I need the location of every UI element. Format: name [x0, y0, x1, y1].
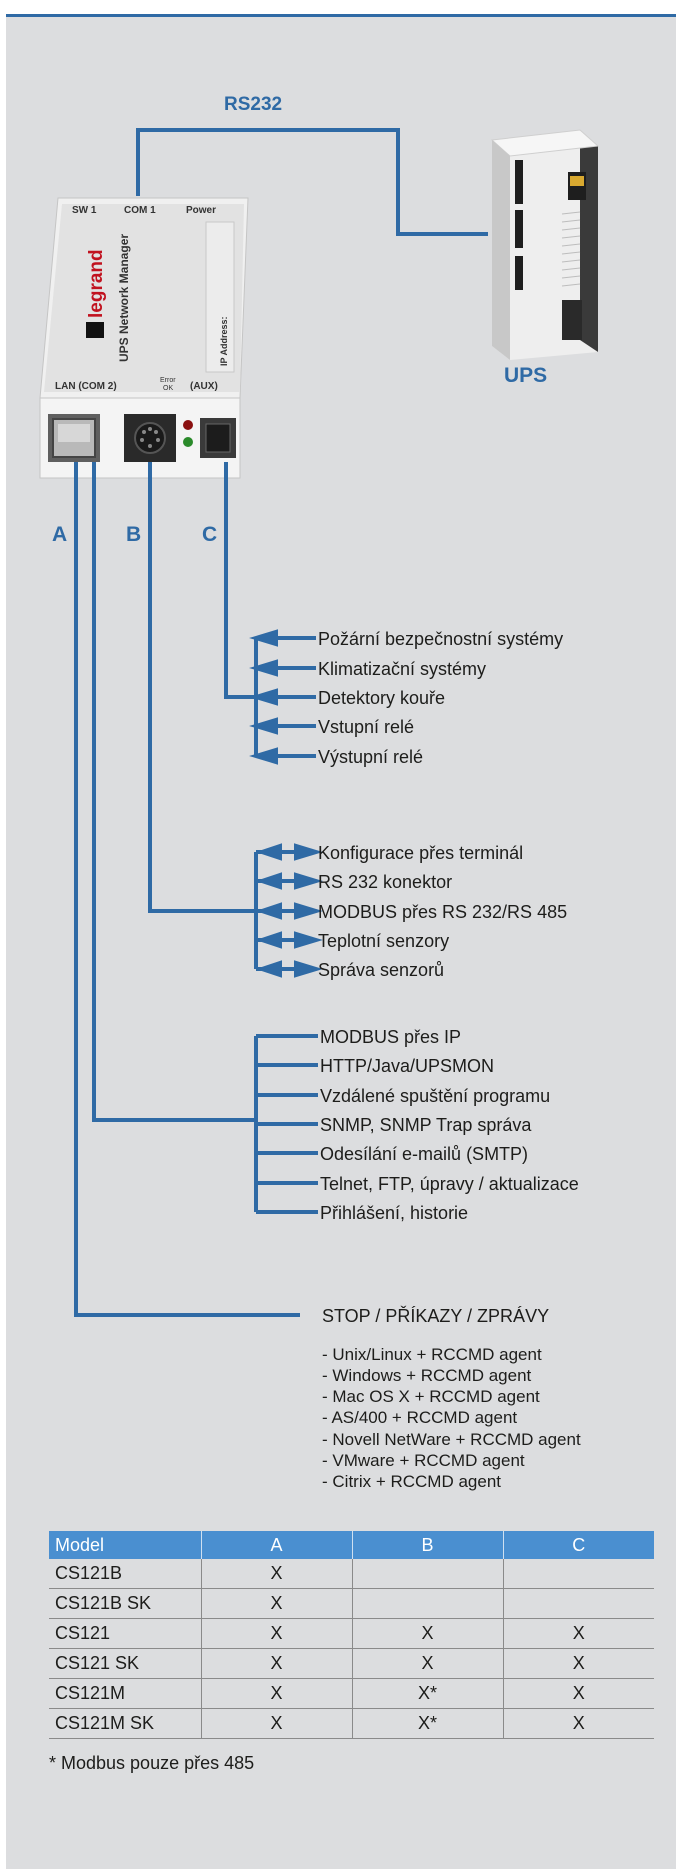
table-cell: X — [503, 1708, 654, 1739]
device-bottom-label-ok: OK — [163, 385, 173, 392]
table-cell: CS121M — [49, 1678, 202, 1709]
stop-group-item: - VMware + RCCMD agent — [322, 1451, 525, 1470]
group-a-item: HTTP/Java/UPSMON — [320, 1056, 494, 1076]
rs232-cable — [136, 128, 488, 236]
device-bottom-label-error: Error — [160, 377, 176, 384]
group-b-item: Konfigurace přes terminál — [318, 843, 523, 863]
table-cell — [352, 1559, 504, 1589]
ups-label: UPS — [504, 364, 547, 387]
device-bottom-label-lan: LAN (COM 2) — [55, 381, 117, 392]
group-c-branches — [249, 629, 316, 765]
port-c-line — [224, 462, 256, 699]
table-header-c: C — [503, 1531, 654, 1559]
table-cell: X — [201, 1708, 353, 1739]
group-c-item: Vstupní relé — [318, 717, 414, 737]
brand-logo-text: legrand — [86, 249, 107, 318]
table-cell: X* — [352, 1678, 504, 1709]
group-c-item: Detektory kouře — [318, 688, 445, 708]
table-cell: X — [503, 1678, 654, 1709]
stop-group-title: STOP / PŘÍKAZY / ZPRÁVY — [322, 1306, 549, 1326]
network-manager-device — [39, 197, 249, 479]
device-top-label-com1: COM 1 — [124, 205, 156, 216]
table-cell: X — [352, 1648, 504, 1679]
port-a-label: A — [52, 523, 67, 546]
port-c-label: C — [202, 523, 217, 546]
table-cell: X — [352, 1618, 504, 1649]
stop-group-item: - AS/400 + RCCMD agent — [322, 1408, 517, 1427]
group-a-item: MODBUS přes IP — [320, 1027, 461, 1047]
rs232-label: RS232 — [224, 94, 282, 115]
ups-cabinet-icon — [490, 129, 600, 360]
port-a-line — [92, 462, 256, 1122]
table-cell: CS121 — [49, 1618, 202, 1649]
stop-group-item: - Mac OS X + RCCMD agent — [322, 1387, 540, 1406]
group-c-item: Požární bezpečnostní systémy — [318, 629, 563, 649]
table-cell: CS121B SK — [49, 1588, 202, 1619]
table-header-row: Model A B C — [49, 1531, 654, 1559]
table-cell — [503, 1588, 654, 1619]
table-cell — [352, 1588, 504, 1619]
table-cell — [503, 1559, 654, 1589]
table-cell: CS121 SK — [49, 1648, 202, 1679]
legrand-logo: legrand — [86, 249, 107, 338]
stop-group-item: - Citrix + RCCMD agent — [322, 1472, 501, 1491]
device-top-label-sw1: SW 1 — [72, 205, 97, 216]
table-cell: X — [201, 1648, 353, 1679]
table-cell: X* — [352, 1708, 504, 1739]
group-a-item: Odesílání e-mailů (SMTP) — [320, 1144, 528, 1164]
table-header-model: Model — [49, 1531, 202, 1559]
device-bottom-label-aux: (AUX) — [190, 381, 218, 392]
stop-group-item: - Unix/Linux + RCCMD agent — [322, 1345, 542, 1364]
product-name-label: UPS Network Manager — [117, 234, 131, 362]
table-cell: X — [201, 1559, 353, 1589]
group-c-item: Výstupní relé — [318, 747, 423, 767]
group-b-item: Teplotní senzory — [318, 931, 449, 951]
port-b-line — [148, 462, 256, 913]
group-b-item: MODBUS přes RS 232/RS 485 — [318, 902, 567, 922]
group-a-item: Telnet, FTP, úpravy / aktualizace — [320, 1174, 579, 1194]
ip-address-label: IP Address: — [219, 316, 229, 366]
table-cell: X — [201, 1678, 353, 1709]
group-b-item: Správa senzorů — [318, 960, 444, 980]
table-cell: CS121M SK — [49, 1708, 202, 1739]
footnote: * Modbus pouze přes 485 — [49, 1753, 255, 1773]
table-cell: X — [503, 1648, 654, 1679]
table-header-b: B — [352, 1531, 504, 1559]
table-cell: X — [201, 1588, 353, 1619]
table-cell: CS121B — [49, 1559, 202, 1589]
stop-group-item: - Windows + RCCMD agent — [322, 1366, 532, 1385]
group-c-item: Klimatizační systémy — [318, 659, 486, 679]
port-a-stop-line — [74, 462, 300, 1317]
device-top-label-power: Power — [186, 205, 216, 216]
stop-group-item: - Novell NetWare + RCCMD agent — [322, 1430, 581, 1449]
group-a-item: Přihlášení, historie — [320, 1203, 468, 1223]
table-header-a: A — [201, 1531, 353, 1559]
group-a-item: Vzdálené spuštění programu — [320, 1086, 550, 1106]
group-a-branches — [256, 1034, 318, 1214]
port-b-label: B — [126, 523, 141, 546]
table-cell: X — [503, 1618, 654, 1649]
group-b-item: RS 232 konektor — [318, 872, 452, 892]
group-a-item: SNMP, SNMP Trap správa — [320, 1115, 532, 1135]
table-cell: X — [201, 1618, 353, 1649]
group-b-branches — [255, 843, 323, 978]
